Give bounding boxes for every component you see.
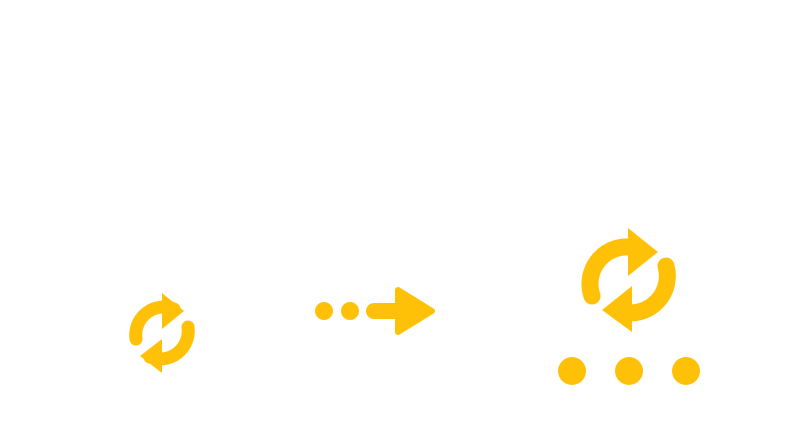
refresh-icon-large: [581, 228, 676, 332]
ellipsis-dots-icon: [558, 357, 700, 385]
refresh-icon-small: [129, 293, 195, 373]
dotted-arrow-right-icon: [315, 287, 435, 335]
